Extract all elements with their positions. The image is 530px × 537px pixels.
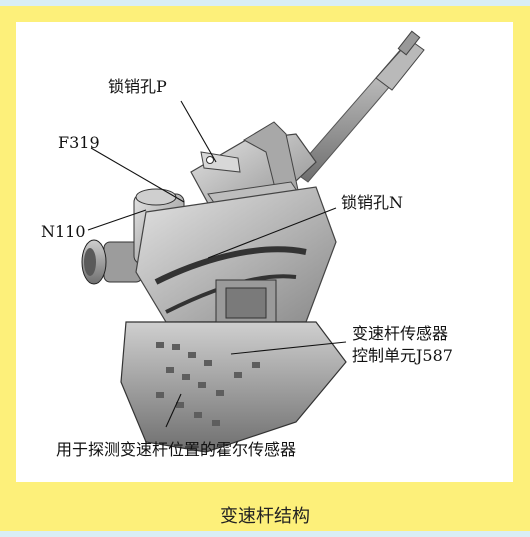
sensor-board-j587	[120, 321, 347, 453]
shift-lever-rod	[293, 30, 425, 183]
leader-lock-hole-p	[180, 100, 217, 163]
leader-lines	[87, 100, 347, 428]
leader-sensor-unit	[230, 341, 347, 355]
diagram-panel: 锁销孔P F319 锁销孔N N110 变速杆传感器 控制单元J587 用于探测…	[16, 22, 513, 482]
label-n110: N110	[41, 222, 86, 241]
shifter-body	[135, 186, 337, 329]
label-f319: F319	[58, 133, 100, 152]
top-edge-strip	[0, 0, 530, 6]
label-sensor-unit-line2: 控制单元J587	[352, 346, 453, 365]
label-sensor-unit-line1: 变速杆传感器	[352, 324, 449, 343]
leader-hall-sensor	[165, 393, 182, 428]
figure-caption: 变速杆结构	[220, 506, 310, 527]
bottom-edge-strip	[0, 531, 530, 537]
leader-f319	[90, 147, 185, 203]
label-lock-hole-n: 锁销孔N	[341, 193, 404, 212]
label-hall-sensor: 用于探测变速杆位置的霍尔传感器	[56, 440, 297, 459]
leader-lock-hole-n	[207, 207, 337, 259]
gear-shifter-illustration	[81, 30, 425, 453]
label-lock-hole-p: 锁销孔P	[108, 77, 167, 96]
leader-n110	[87, 209, 147, 231]
